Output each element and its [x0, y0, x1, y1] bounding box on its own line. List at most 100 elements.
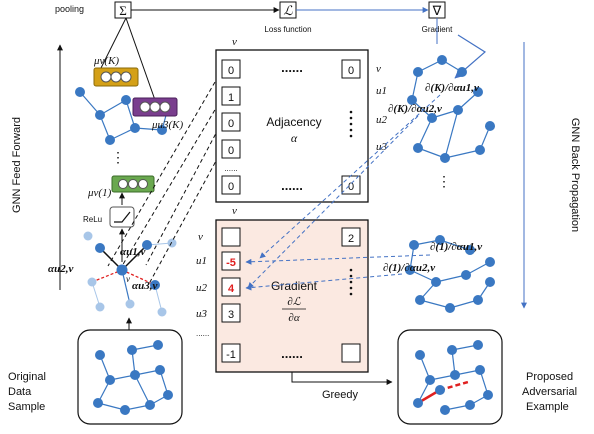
left-vdots: ⋮	[111, 149, 125, 165]
adj-cell	[221, 175, 241, 195]
adj-cell	[221, 112, 241, 132]
grad-cell-value: 2	[348, 233, 354, 245]
alpha-u3v-label: αu3,v	[132, 280, 157, 292]
adj-row-dots-bottom: ......	[281, 178, 303, 193]
grad-row-dots-label: ......	[196, 329, 209, 338]
adj-cell-value: 0	[228, 65, 234, 77]
grad-denominator: ∂α	[288, 312, 299, 324]
loss-symbol: ℒ	[283, 3, 293, 18]
grad-cell	[221, 227, 241, 247]
grad-1-u2-label: ∂(1)/∂αu2,v	[383, 262, 435, 274]
bp-dashed-arrow-3	[245, 254, 431, 265]
nabla-symbol: ∇	[432, 3, 442, 18]
adj-cell-value: 0	[348, 181, 354, 193]
adj-row-label: v	[376, 63, 381, 75]
relu-icon	[114, 211, 131, 223]
grad-cell	[221, 251, 241, 271]
feed-forward-label: GNN Feed Forward	[11, 117, 23, 213]
grad-cell-bottom-right	[341, 343, 361, 363]
mu-v-k-label: μv(K)	[93, 55, 119, 67]
relu-box	[109, 206, 135, 228]
adj-cell-value: 0	[228, 118, 234, 130]
original-label-line3: Sample	[8, 401, 45, 413]
adj-cell	[221, 139, 241, 159]
bp-dashed-arrow-4	[245, 273, 403, 291]
adj-first-col: 0 1 0 0 ...... 0	[221, 59, 241, 195]
adj-cell-value: 0	[348, 65, 354, 77]
grad-cell	[221, 303, 241, 323]
grad-first-col: -5 4 3 -1	[221, 227, 241, 363]
grad-cell	[221, 343, 241, 363]
loss-label: Loss function	[264, 25, 311, 34]
adj-cell-value: 0	[228, 145, 234, 157]
original-sample-box	[77, 329, 183, 425]
adj-cell-top-right	[341, 59, 361, 79]
adversarial-example-box	[397, 329, 503, 425]
back-propagation-label: GNN Back Propagation	[569, 118, 581, 232]
original-sample-graph	[93, 340, 173, 415]
pooling-label: pooling	[55, 4, 84, 14]
bp-dashed-arrow-1	[259, 94, 441, 259]
embedding-gold-v-k	[93, 67, 139, 87]
mu-u3-k-label: μu3(K)	[151, 119, 184, 131]
adj-row-label: u2	[376, 114, 388, 126]
proposed-label-line2: Adversarial	[522, 386, 577, 398]
grad-cell-value-highlight: 4	[228, 283, 235, 295]
embedding-green-v-1	[111, 175, 155, 193]
grad-k-u1-label: ∂(K)/∂αu1,v	[425, 82, 479, 94]
dashed-link-1	[107, 69, 223, 267]
original-label-line1: Original	[8, 371, 46, 383]
adj-row-labels: v u1 u2 u3	[376, 63, 388, 153]
relu-label: ReLu	[83, 215, 102, 224]
alpha-u1v-label: αu1,v	[120, 246, 145, 258]
dashed-link-2	[121, 97, 223, 267]
adj-cell	[221, 86, 241, 106]
grad-cell-value: 3	[228, 309, 234, 321]
grad-row-labels: v u1 u2 u3 ......	[196, 231, 209, 338]
upper-right-graph	[407, 55, 495, 163]
grad-cell-top-right	[341, 227, 361, 247]
grad-cell-value: -1	[226, 349, 236, 361]
adj-row-dots-top: ......	[281, 60, 303, 75]
adj-title: Adjacency	[266, 115, 321, 129]
mu-v-1-label: μv(1)	[87, 187, 112, 199]
lower-right-graph	[405, 235, 495, 313]
grad-numerator: ∂ℒ	[287, 296, 301, 308]
lower-left-graph	[83, 231, 177, 317]
grad-vertical-dots	[349, 268, 353, 296]
grad-k-u2-label: ∂(K)/∂αu2,v	[388, 103, 442, 115]
proposed-label-line3: Example	[526, 401, 569, 413]
upper-left-graph	[75, 17, 173, 145]
right-vdots: ⋮	[437, 173, 451, 189]
grad-1-u1-label: ∂(1)/∂αu1,v	[430, 241, 482, 253]
sum-symbol: Σ	[119, 3, 127, 18]
grad-row-label: u1	[196, 255, 207, 267]
grad-row-label: u3	[196, 308, 208, 320]
adj-cell	[221, 59, 241, 79]
v-node-label: v	[126, 274, 130, 284]
grad-row-label: v	[198, 231, 203, 243]
alpha-u2v-label: αu2,v	[48, 263, 73, 275]
bp-dashed-arrow-2	[247, 115, 419, 289]
adj-col-dots: ......	[224, 164, 237, 173]
dashed-link-4	[149, 149, 223, 283]
dashed-link-3	[145, 121, 223, 266]
grad-cell-value-negative: -5	[226, 257, 236, 269]
original-label-line2: Data	[8, 386, 32, 398]
adversarial-example-graph	[413, 340, 493, 415]
grad-cell	[221, 277, 241, 297]
adj-col-label: v	[232, 36, 237, 48]
adj-row-label: u3	[376, 141, 388, 153]
adj-row-label: u1	[376, 85, 387, 97]
grad-col-label: v	[232, 205, 237, 217]
proposed-label-line1: Proposed	[526, 371, 573, 383]
grad-title: Gradient	[271, 279, 318, 293]
adj-symbol: α	[291, 131, 298, 145]
embedding-purple-u3-k	[132, 97, 178, 117]
adj-cell-value: 0	[228, 181, 234, 193]
adj-cell-value: 1	[228, 92, 234, 104]
greedy-label: Greedy	[322, 389, 359, 401]
adj-vertical-dots	[349, 110, 353, 138]
greedy-arrow	[291, 372, 393, 385]
